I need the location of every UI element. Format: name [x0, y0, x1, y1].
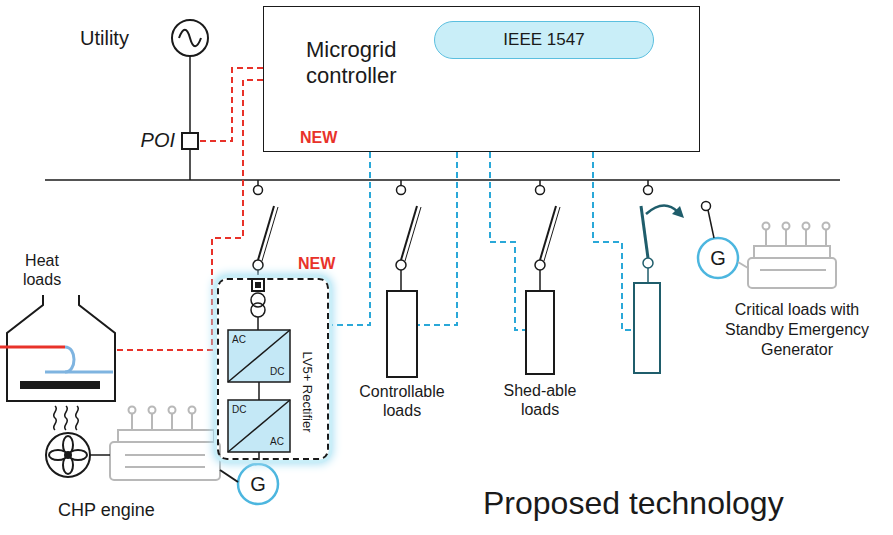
rectifier-internals: [228, 279, 290, 464]
caption: Proposed technology: [483, 484, 784, 522]
standard-badge: IEEE 1547: [434, 21, 654, 59]
utility-source: [172, 20, 208, 180]
heat-load-label: Heat loads: [13, 251, 71, 289]
critical-load-label: Critical loads with Standby Emergency Ge…: [707, 300, 887, 360]
standby-engine-drawing: [738, 223, 836, 289]
load-box: Shed-able loads: [525, 290, 555, 375]
control-link: [418, 152, 457, 325]
main-bus: [45, 180, 840, 181]
rectifier-label: LV5+ Rectifier: [299, 351, 315, 432]
source-label: Utility: [80, 26, 129, 50]
control-link: [199, 68, 263, 141]
chp-engine-drawing: [90, 407, 238, 483]
critical-load-box: Critical loads with Standby Emergency Ge…: [633, 282, 661, 374]
standard-name: IEEE 1547: [435, 22, 653, 58]
control-link: [117, 80, 263, 350]
exhaust-steam: [54, 406, 79, 430]
load-box: Controllable loads: [386, 290, 418, 378]
new-tag: NEW: [298, 254, 335, 273]
control-link: [593, 152, 633, 330]
generator-letter: G: [246, 472, 270, 496]
heat-load: Heat loads: [5, 295, 117, 403]
engine-label: CHP engine: [58, 499, 155, 521]
fan-symbol: [46, 433, 90, 477]
load-label: Shed-able loads: [490, 381, 590, 419]
transfer-switch: [641, 202, 714, 283]
control-link: [490, 152, 525, 330]
control-link: [329, 152, 370, 325]
converter-port: AC: [232, 334, 246, 346]
converter-port: DC: [270, 366, 284, 378]
converter-port: DC: [232, 404, 246, 416]
poi-label: POI: [141, 128, 175, 152]
controller-title: Microgrid controller: [306, 37, 436, 89]
poi-breaker: POI: [181, 132, 199, 150]
generator-letter: G: [706, 246, 730, 270]
heat-load-outline: [5, 295, 117, 403]
new-tag: NEW: [300, 128, 337, 147]
converter-port: AC: [270, 436, 284, 448]
load-label: Controllable loads: [352, 382, 452, 420]
